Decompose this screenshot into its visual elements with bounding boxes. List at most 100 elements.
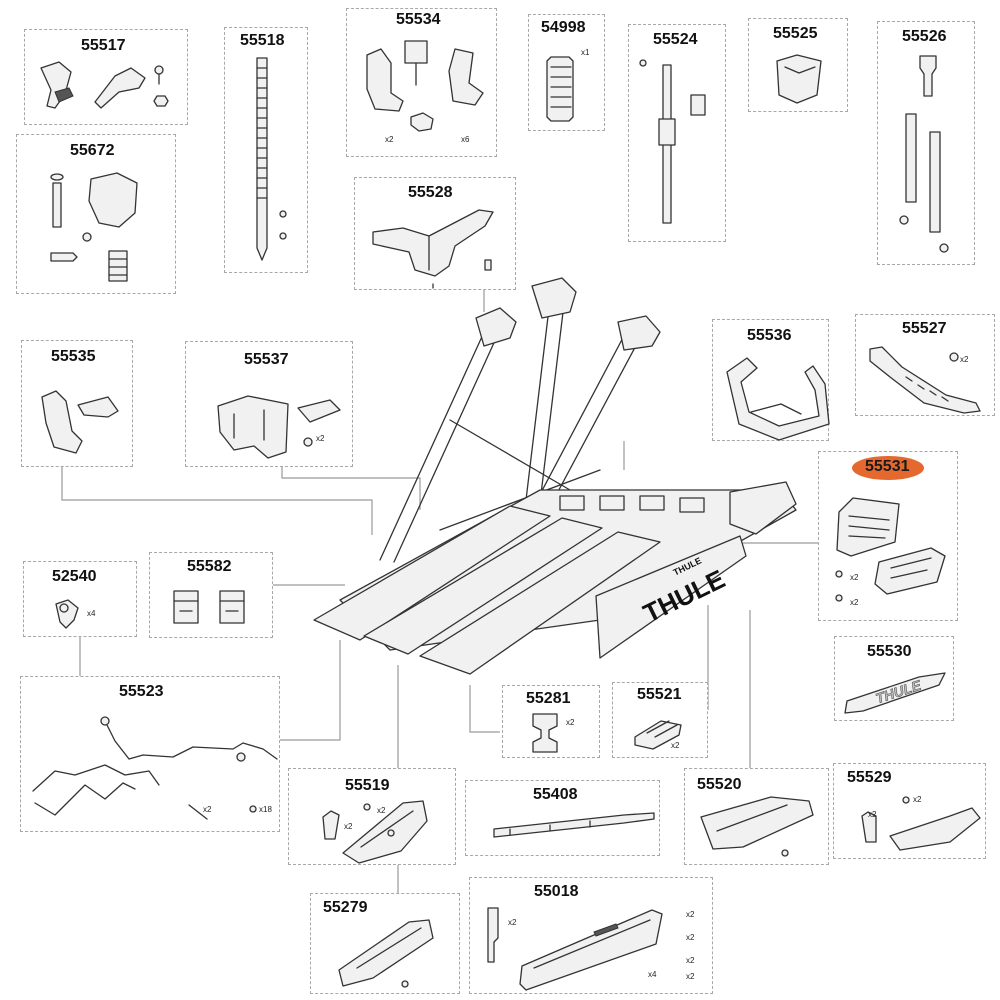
quantity-label: x2: [850, 598, 859, 607]
part-box-55521[interactable]: 55521 x2: [612, 682, 708, 758]
part-box-55279[interactable]: 55279: [310, 893, 460, 994]
part-box-55525[interactable]: 55525: [748, 18, 848, 112]
tail-light-cover-icon: [835, 497, 946, 602]
quantity-label: x2: [203, 805, 212, 814]
part-box-55535[interactable]: 55535: [21, 340, 133, 467]
left-arm: [379, 329, 499, 563]
long-strap-icon: [256, 57, 287, 261]
quantity-label: x2: [385, 135, 394, 144]
part-number: 55527: [902, 320, 947, 337]
part-box-54998[interactable]: 54998 x1: [528, 14, 605, 131]
quantity-label: x2: [508, 918, 517, 927]
part-box-55526[interactable]: 55526: [877, 21, 975, 265]
wheel-straps: [559, 495, 705, 513]
wheel-tray-1: [313, 505, 551, 641]
quantity-label: x2: [686, 910, 695, 919]
part-number: 55523: [119, 683, 164, 700]
part-box-55517[interactable]: 55517: [24, 29, 188, 125]
part-number: 55535: [51, 348, 96, 365]
part-box-55523[interactable]: 55523 x2 x18: [20, 676, 280, 832]
part-number: 55529: [847, 769, 892, 786]
part-box-55408[interactable]: 55408: [465, 780, 660, 856]
leader-55523: [280, 640, 341, 741]
part-box-55529[interactable]: 55529 x2 x2: [833, 763, 986, 859]
tail-light-housing: [729, 481, 797, 535]
quantity-label: x2: [686, 972, 695, 981]
quantity-label: x2: [566, 718, 575, 727]
part-box-55582[interactable]: 55582: [149, 552, 273, 638]
part-box-55528[interactable]: 55528: [354, 177, 516, 290]
part-box-55530[interactable]: 55530 THULE: [834, 636, 954, 721]
part-box-55518[interactable]: 55518: [224, 27, 308, 273]
part-box-55537[interactable]: 55537 x2: [185, 341, 353, 467]
part-box-52540[interactable]: 52540 x4: [23, 561, 137, 637]
part-number: 55530: [867, 643, 912, 660]
wheel-tray-2: [363, 517, 603, 655]
quantity-label: x2: [960, 355, 969, 364]
end-cap-icon: [776, 54, 822, 104]
part-number: 55528: [408, 184, 453, 201]
bracket-clip-icon: [532, 713, 558, 753]
part-box-55520[interactable]: 55520: [684, 768, 829, 865]
left-arm-clamp: [475, 307, 517, 347]
wheel-tray-3: [419, 531, 661, 675]
logo-plate-icon: THULE: [844, 672, 946, 714]
part-number: 55518: [240, 32, 285, 49]
arm-tube-icon: [639, 59, 706, 224]
part-box-55519[interactable]: 55519 x2 x2: [288, 768, 456, 865]
part-number: 55525: [773, 25, 818, 42]
front-arm-clamp: [617, 315, 661, 351]
part-box-55281[interactable]: 55281 x2: [502, 685, 600, 758]
part-box-55534[interactable]: 55534 x2 x6: [346, 8, 497, 157]
part-number: 55582: [187, 558, 232, 575]
part-box-55531[interactable]: 55531 x2 x2: [818, 451, 958, 621]
bike-carrier-assembly: THULE THULE: [313, 277, 797, 675]
quantity-label: x2: [377, 806, 386, 815]
part-number: 55517: [81, 37, 126, 54]
quantity-label: x2: [850, 573, 859, 582]
cable-clip-icon: [55, 599, 79, 629]
quantity-label: x2: [671, 741, 680, 750]
leader-55281: [469, 685, 500, 733]
part-box-55018[interactable]: 55018 x2 x2 x2 x2 x4 x2: [469, 877, 713, 994]
middle-arm-clamp: [531, 277, 577, 319]
quantity-label: x1: [581, 48, 590, 57]
quantity-label: x2: [686, 956, 695, 965]
license-plate-holder-icon: [487, 907, 663, 991]
wheel-tray-icon: [338, 919, 434, 988]
part-box-55536[interactable]: 55536: [712, 319, 830, 441]
cradle-strap-icon: [40, 61, 169, 109]
lock-knob-set-icon: [50, 172, 138, 282]
quantity-label: x18: [259, 805, 272, 814]
part-box-55527[interactable]: 55527 x2: [855, 314, 995, 416]
wheel-holder-cap-icon: [41, 390, 119, 454]
part-box-55672[interactable]: 55672: [16, 134, 176, 294]
part-number: 55018: [534, 883, 579, 900]
part-number: 55521: [637, 686, 682, 703]
part-number: 55520: [697, 776, 742, 793]
part-number: 55534: [396, 11, 441, 28]
frame-end-caps-icon: [217, 395, 341, 459]
logo-plate-text: THULE: [874, 677, 924, 707]
part-number: 52540: [52, 568, 97, 585]
part-box-55524[interactable]: 55524: [628, 24, 726, 242]
quantity-label: x2: [344, 822, 353, 831]
part-number: 55281: [526, 690, 571, 707]
part-number: 55536: [747, 327, 792, 344]
quantity-label: x4: [648, 970, 657, 979]
rail-connector-icon: [869, 346, 981, 414]
rubber-pad-icon: [546, 56, 574, 122]
quantity-label: x2: [913, 795, 922, 804]
license-plate-area: [595, 535, 747, 659]
wiring-harness-icon: [32, 716, 278, 820]
tray-end-set-icon: [861, 796, 981, 851]
bumper-pads-icon: [173, 590, 245, 624]
quantity-label: x2: [868, 810, 877, 819]
part-number: 55531: [865, 458, 910, 475]
quantity-label: x2: [316, 434, 325, 443]
part-number: 55537: [244, 351, 289, 368]
leader-55537: [281, 467, 421, 510]
tilt-handle-icon: [372, 209, 494, 289]
quantity-label: x6: [461, 135, 470, 144]
